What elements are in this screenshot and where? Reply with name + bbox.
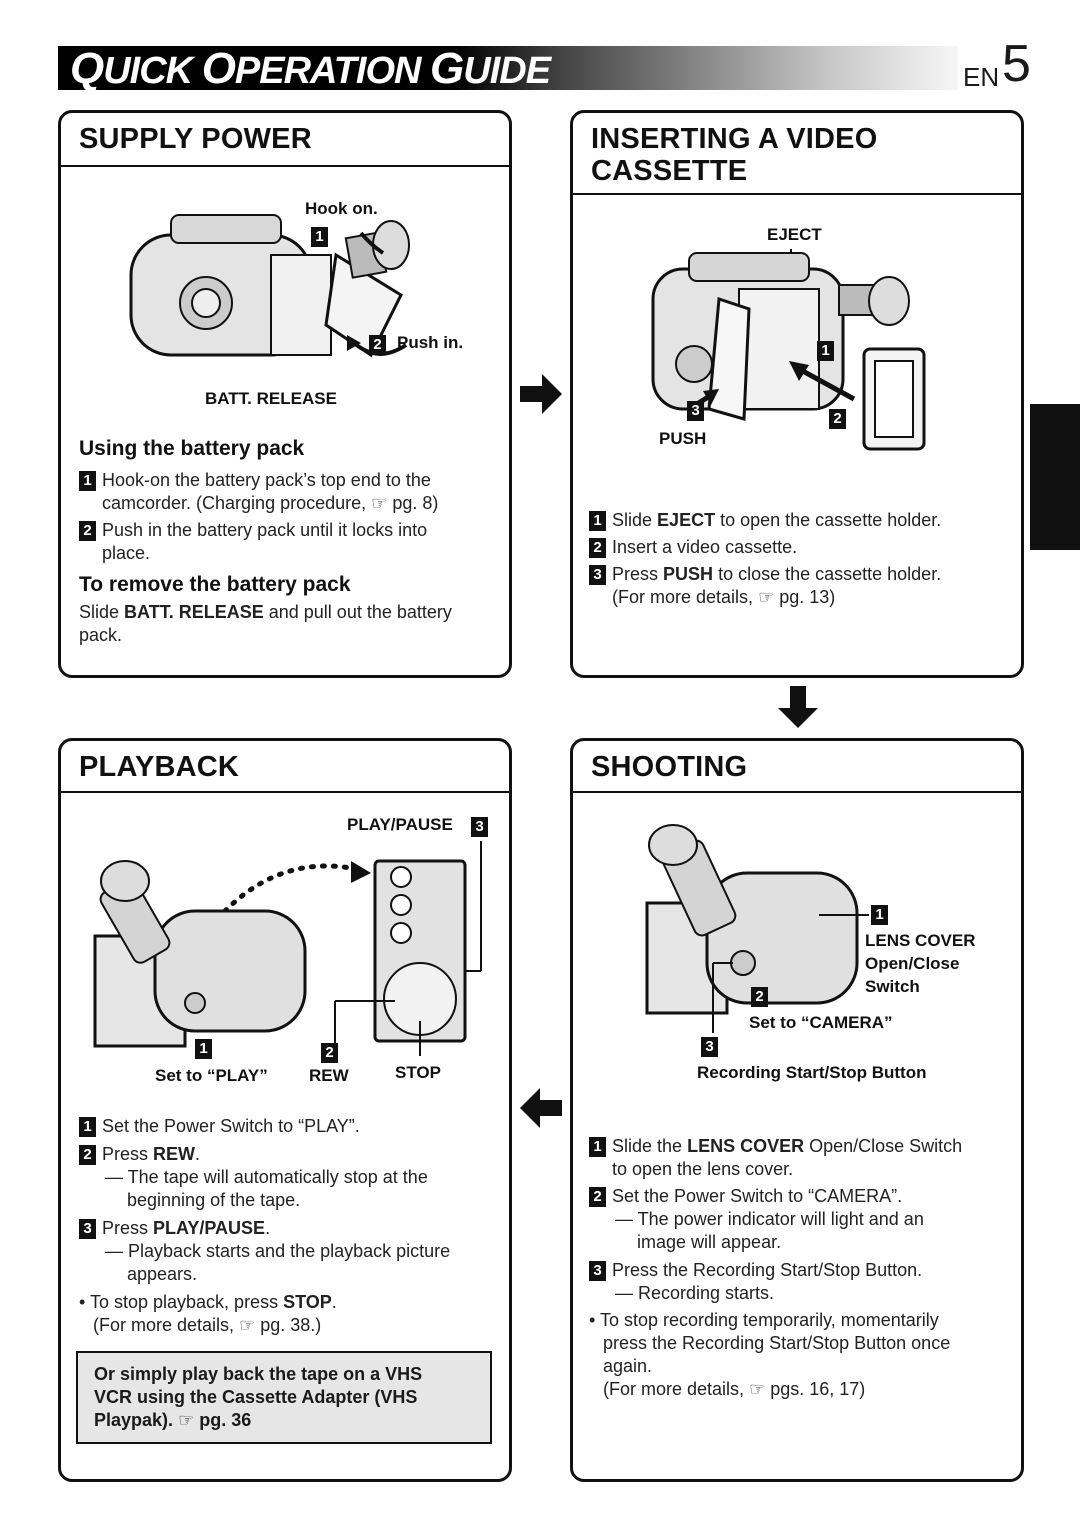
step-badge-3: 3 [701,1037,718,1057]
step-badge-1: 1 [195,1039,212,1059]
push-label: PUSH [659,429,707,448]
shooting-title: SHOOTING [591,751,748,783]
header-bar: QUICK OPERATION GUIDE [58,44,1038,93]
remove-battery-heading: To remove the battery pack [79,573,351,596]
step-badge-2: 2 [589,1187,606,1208]
using-battery-heading: Using the battery pack [79,437,305,460]
batt-release-label: BATT. RELEASE [205,389,337,408]
language-code: EN [963,62,1000,92]
arrow-right-icon [520,374,562,414]
set-play-label: Set to “PLAY” [155,1066,268,1085]
step-badge-2: 2 [829,409,846,429]
pointing-hand-icon: ☞ [178,1410,195,1430]
push-in-label: Push in. [397,333,464,352]
step-badge-2: 2 [589,538,606,559]
step-badge-1: 1 [311,227,328,247]
shooting-bullet: • To stop recording temporarily, momenta… [589,1310,951,1399]
playback-illustration [93,841,482,1056]
playback-title: PLAYBACK [79,751,240,783]
panel-divider [61,165,509,167]
playback-bullet: • To stop playback, press STOP. (For mor… [79,1292,337,1335]
panel-divider [61,791,509,793]
arrow-left-icon [520,1088,562,1128]
step-badge-1: 1 [79,471,96,492]
panel-divider [573,791,1021,793]
recording-button-label: Recording Start/Stop Button [697,1063,927,1082]
step-badge-2: 2 [321,1043,338,1063]
vhs-adapter-note: Or simply play back the tape on a VHS VC… [76,1351,492,1444]
step-badge-2: 2 [369,335,386,355]
panel-divider [573,193,1021,195]
supply-power-title: SUPPLY POWER [79,123,312,155]
stop-label: STOP [395,1063,441,1082]
arrow-down-icon [778,686,818,728]
supply-power-panel: SUPPLY POWER Hook on. 1 2 Push in. BATT.… [58,110,512,678]
pointing-hand-icon: ☞ [749,1379,766,1399]
section-tab [1030,404,1080,550]
remove-battery-text: Slide BATT. RELEASE and pull out the bat… [79,602,452,645]
hook-on-label: Hook on. [305,199,378,218]
step-badge-2: 2 [79,521,96,542]
step-badge-3: 3 [687,401,704,421]
header-gradient [58,46,958,90]
pointing-hand-icon: ☞ [371,493,388,513]
step-badge-3: 3 [589,1261,606,1282]
eject-label: EJECT [767,225,822,244]
set-camera-label: Set to “CAMERA” [749,1013,893,1032]
shooting-panel: SHOOTING 1 LENS COVER Open/Close Switch … [570,738,1024,1482]
pointing-hand-icon: ☞ [239,1315,256,1335]
step-badge-3: 3 [79,1219,96,1240]
step-badge-1: 1 [589,1137,606,1158]
step-badge-3: 3 [589,565,606,586]
step-badge-1: 1 [817,341,834,361]
play-pause-label: PLAY/PAUSE [347,815,453,834]
lens-cover-label: LENS COVER [865,931,976,950]
step-badge-2: 2 [79,1145,96,1166]
battery-illustration [129,214,410,358]
step-badge-3: 3 [471,817,488,837]
open-close-label: Open/Close [865,954,960,973]
page-number: 5 [1002,35,1031,93]
shooting-illustration [645,824,869,1033]
rew-label: REW [309,1066,349,1085]
pointing-hand-icon: ☞ [758,587,775,607]
step-badge-1: 1 [79,1117,96,1138]
cassette-illustration [651,249,926,451]
switch-label: Switch [865,977,920,996]
step-badge-1: 1 [871,905,888,925]
step-badge-2: 2 [751,987,768,1007]
page-title: QUICK OPERATION GUIDE [70,44,551,93]
step-badge-1: 1 [589,511,606,532]
